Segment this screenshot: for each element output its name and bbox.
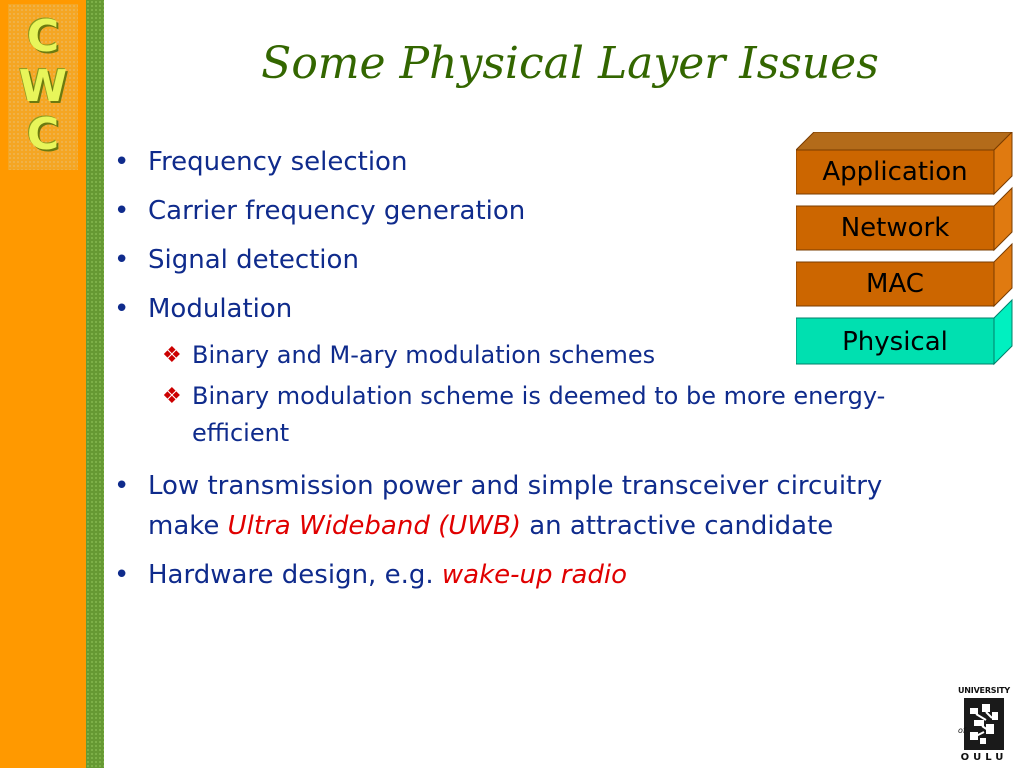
bullet-hardware-design: Hardware design, e.g. wake-up radio (110, 555, 930, 595)
sub-bullet-modulation-schemes: ❖ Binary and M-ary modulation schemes (110, 337, 930, 374)
bullet-modulation: Modulation (110, 289, 930, 329)
layer-block-application (796, 132, 1013, 196)
layer-label-application: Application (822, 157, 968, 187)
bullet-text: Carrier frequency generation (148, 196, 526, 226)
layer-block-physical (796, 298, 1013, 366)
of-text: of (958, 726, 966, 735)
diamond-bullet-icon: ❖ (162, 384, 182, 409)
wake-up-radio-emphasis: wake-up radio (441, 560, 628, 590)
cwc-logo-letter-2: W (18, 61, 68, 112)
bullet-text: an attractive candidate (520, 511, 834, 541)
cwc-logo-letter-3: C (26, 109, 60, 160)
oulu-text: OULU (960, 752, 1008, 763)
sub-bullet-text: Binary and M-ary modulation schemes (192, 341, 656, 369)
cwc-logo-letter-1: C (26, 11, 60, 62)
layer-label-mac: MAC (866, 269, 924, 299)
sidebar-green-band (86, 0, 104, 768)
layer-label-physical: Physical (842, 327, 948, 357)
university-text: UNIVERSITY (958, 686, 1010, 695)
uwb-emphasis: Ultra Wideband (UWB) (227, 511, 521, 541)
sub-bullet-text: Binary modulation scheme is deemed to be… (192, 382, 886, 447)
university-of-oulu-logo: UNIVERSITY of OULU (956, 686, 1012, 764)
bullet-text: Signal detection (148, 245, 359, 275)
sub-bullet-energy-efficient: ❖ Binary modulation scheme is deemed to … (110, 378, 930, 452)
slide-title: Some Physical Layer Issues (261, 38, 879, 89)
protocol-stack-graphic (796, 132, 1013, 366)
bullet-list: Frequency selection Carrier frequency ge… (110, 142, 930, 604)
bullet-text: Modulation (148, 294, 293, 324)
layer-block-network (796, 186, 1013, 252)
bullet-signal-detection: Signal detection (110, 240, 930, 280)
bullet-text: Frequency selection (148, 147, 408, 177)
layer-label-network: Network (840, 213, 950, 243)
cwc-logo: C W C (8, 4, 78, 170)
bullet-text: Low transmission power and simple transc… (148, 471, 883, 541)
oulu-emblem-icon (964, 698, 1004, 750)
layer-block-mac (796, 242, 1013, 308)
bullet-text: Hardware design, e.g. (148, 560, 442, 590)
protocol-stack-diagram: Application Network MAC Physical (796, 132, 1016, 372)
bullet-carrier-frequency: Carrier frequency generation (110, 191, 930, 231)
bullet-frequency-selection: Frequency selection (110, 142, 930, 182)
diamond-bullet-icon: ❖ (162, 343, 182, 368)
bullet-uwb: Low transmission power and simple transc… (110, 466, 930, 546)
